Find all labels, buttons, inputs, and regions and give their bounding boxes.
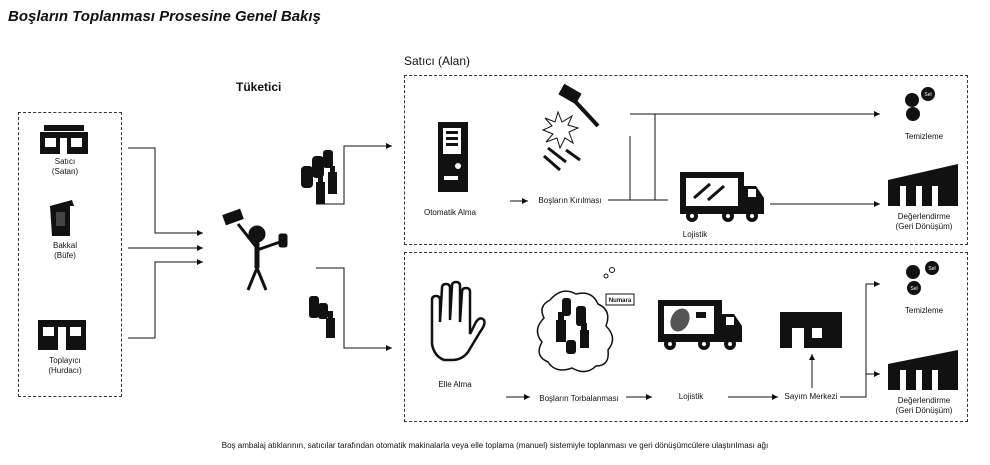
bottom-logistics-label: Lojistik <box>678 392 704 401</box>
bottles-cans-bottom-icon <box>309 296 335 338</box>
automatic-flow-box <box>404 75 968 245</box>
source-seller-sub: (Satan) <box>51 167 79 176</box>
crusher-hammer-icon <box>541 83 600 172</box>
top-logistics-label: Lojistik <box>682 230 708 239</box>
bag-with-bottles-icon <box>536 267 615 373</box>
manual-collect-label: Elle Alma <box>438 380 472 389</box>
recycling-plant-bottom-icon <box>888 350 958 390</box>
bottom-recycling-sub: (Geri Dönüşüm) <box>895 406 953 415</box>
top-recycling-label: Değerlendirme (Geri Dönüşüm) <box>884 212 964 232</box>
source-collector-name: Toplayıcı <box>49 356 81 365</box>
source-kiosk-name: Bakkal <box>52 241 77 250</box>
source-collector: Toplayıcı (Hurdacı) <box>30 356 100 376</box>
consumer-label: Tüketici <box>236 80 282 94</box>
source-kiosk: Bakkal (Büfe) <box>30 241 100 261</box>
cleaned-balls-bottom-icon <box>906 261 939 295</box>
counting-center-label: Sayım Merkezi <box>784 392 838 401</box>
ball-label: Sel <box>928 266 935 272</box>
top-recycling-title: Değerlendirme <box>897 212 951 221</box>
ball-label: Sel <box>910 286 917 292</box>
diagram-title: Boşların Toplanması Prosesine Genel Bakı… <box>8 8 321 25</box>
collector-building-icon <box>38 320 86 350</box>
truck-bottom-icon <box>658 300 742 350</box>
truck-top-icon <box>680 172 764 222</box>
consumer-arrows <box>316 143 392 351</box>
shop-icon <box>40 125 88 154</box>
bottom-recycling-title: Değerlendirme <box>897 396 951 405</box>
cleaned-balls-top-icon <box>905 87 935 121</box>
consumer-figure-icon <box>222 208 288 291</box>
source-seller: Satıcı (Satan) <box>30 157 100 177</box>
bag-tag <box>605 293 635 306</box>
auto-collect-label: Otomatik Alma <box>423 208 476 217</box>
bottom-recycling-label: Değerlendirme (Geri Dönüşüm) <box>884 396 964 416</box>
manual-flow-box <box>404 252 968 422</box>
bagging-label: Boşların Torbalanması <box>539 394 619 403</box>
bag-tag-label: Numara <box>609 298 632 304</box>
bottles-cans-top-icon <box>301 150 337 204</box>
hand-icon <box>430 280 486 362</box>
sources-box <box>18 112 122 397</box>
top-cleaning-label: Temizleme <box>904 132 944 141</box>
top-recycling-sub: (Geri Dönüşüm) <box>895 222 953 231</box>
bottom-cleaning-label: Temizleme <box>904 306 944 315</box>
counting-center-icon <box>780 312 842 348</box>
source-collector-sub: (Hurdacı) <box>48 366 82 375</box>
source-arrows <box>128 147 203 339</box>
source-kiosk-sub: (Büfe) <box>54 251 76 260</box>
recycling-plant-top-icon <box>888 164 958 206</box>
source-seller-name: Satıcı <box>54 157 76 166</box>
seller-label: Satıcı (Alan) <box>404 54 471 68</box>
vending-machine-icon <box>438 122 468 192</box>
crushing-label: Boşların Kırılması <box>538 196 602 205</box>
diagram-caption: Boş ambalaj atıklarının, satıcılar taraf… <box>221 441 769 450</box>
ball-label: Sel <box>924 92 931 98</box>
kiosk-icon <box>50 200 74 236</box>
